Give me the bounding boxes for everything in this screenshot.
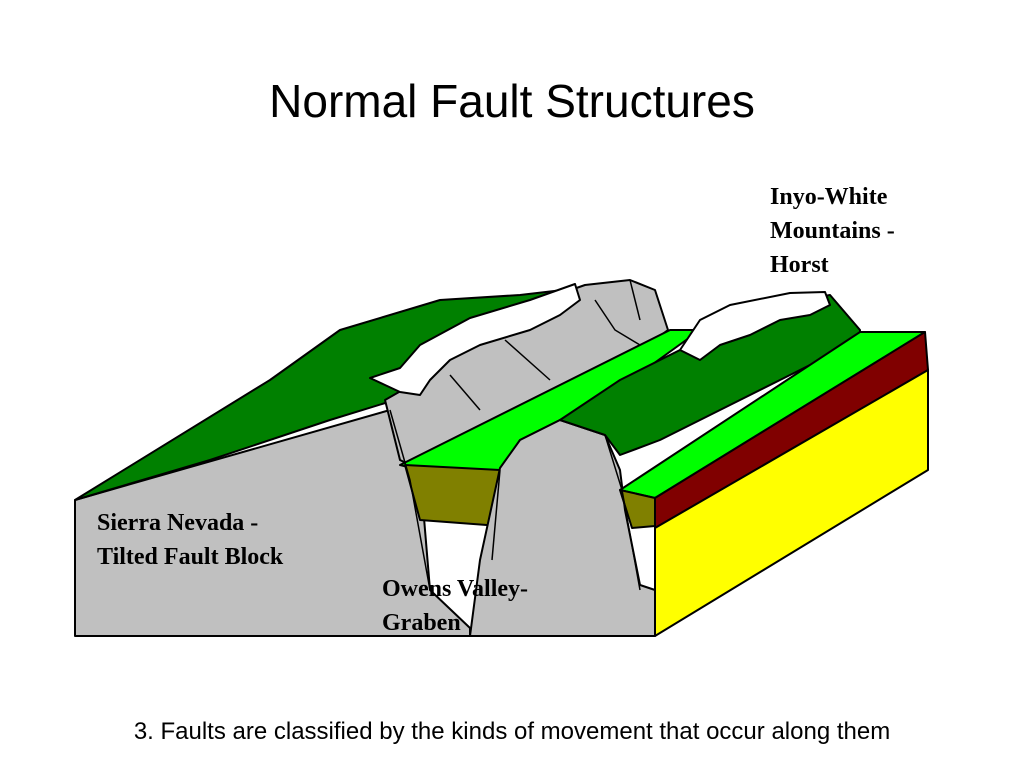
horst-label: Inyo-White Mountains - Horst bbox=[770, 184, 895, 278]
horst-snow bbox=[679, 291, 831, 361]
east-fault-line bbox=[604, 434, 641, 591]
sierra-snow bbox=[369, 283, 581, 396]
ridge-line-2 bbox=[504, 339, 551, 381]
west-fault-line bbox=[389, 409, 431, 591]
ridge-line-3 bbox=[594, 299, 641, 346]
slide-title: Normal Fault Structures bbox=[269, 75, 755, 127]
ridge-line-4 bbox=[629, 279, 641, 321]
graben-sediment-front bbox=[404, 464, 501, 527]
ridge-line-1 bbox=[449, 374, 481, 411]
tilted-block-label: Sierra Nevada - Tilted Fault Block bbox=[97, 510, 284, 570]
slide-caption: 3. Faults are classified by the kinds of… bbox=[133, 718, 891, 745]
graben-label: Owens Valley- Graben bbox=[382, 576, 529, 636]
graben-fault-line bbox=[491, 469, 501, 561]
